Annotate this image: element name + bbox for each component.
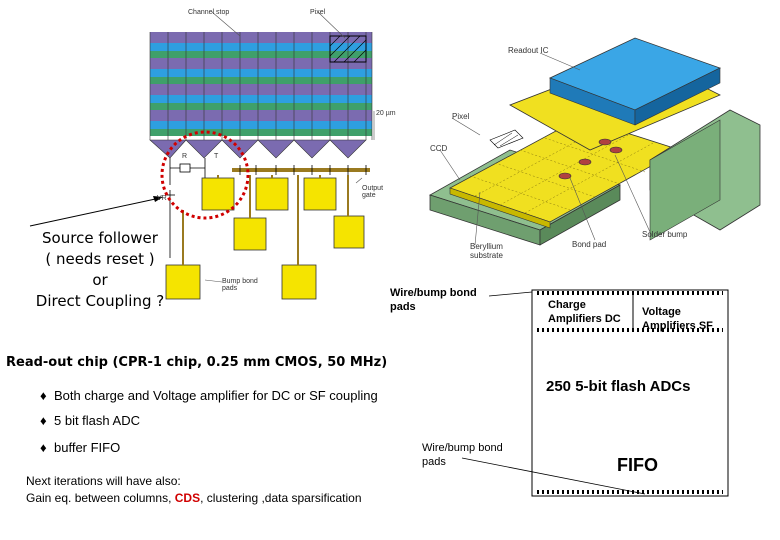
source-follower-arrow [29, 196, 163, 227]
ccd-label: CCD [430, 144, 448, 153]
wire-bump-top-label: Wire/bump bond pads [390, 286, 477, 314]
adcs-label: 250 5-bit flash ADCs [546, 378, 691, 395]
channel-stop-label: Channel stop [188, 9, 230, 16]
solder-bumps [558, 138, 623, 180]
pixel-stripes [149, 32, 373, 140]
voltage-amp-line-1: Voltage [642, 306, 681, 318]
vr-label: VR [157, 195, 167, 202]
wire-bump-bottom-line-2: pads [422, 456, 446, 468]
voltage-amplifiers-label: Voltage Amplifiers SF [642, 305, 713, 333]
ccd-layer [449, 117, 682, 229]
next-iterations-line-1: Next iterations will have also: [26, 474, 181, 488]
diamond-bullet-icon: ♦ [40, 440, 47, 455]
r-label: R [182, 153, 188, 160]
diamond-bullet-icon: ♦ [40, 388, 47, 403]
charge-amp-line-1: Charge [548, 299, 586, 311]
readout-ic-label: Readout IC [508, 46, 549, 55]
bullet-2: ♦ 5 bit flash ADC [40, 413, 140, 428]
readout-ic-block [548, 37, 722, 126]
solder-bump-label: Solder bump [642, 230, 688, 239]
bump-bond-pads-label: Bump bond pads [222, 278, 258, 292]
next-iterations-prefix: Gain eq. between columns, [26, 491, 175, 505]
next-iterations-suffix: , clustering ,data sparsification [200, 491, 362, 505]
source-follower-text: Source follower ( needs reset ) or Direc… [20, 228, 180, 312]
bullet-3: ♦ buffer FIFO [40, 440, 120, 455]
readout-chip-title: Read-out chip (CPR-1 chip, 0.25 mm CMOS,… [6, 355, 388, 370]
yellow-pads [165, 177, 365, 300]
wire-bump-bottom-line-1: Wire/bump bond [422, 442, 503, 454]
bullet-3-text: buffer FIFO [54, 440, 121, 455]
ccd-pixel-diagram [29, 11, 375, 300]
charge-amp-line-2: Amplifiers DC [548, 313, 621, 325]
output-funnels [149, 139, 367, 159]
source-follower-line-1: Source follower [42, 229, 158, 247]
traces [182, 175, 349, 265]
fifo-label: FIFO [617, 455, 658, 475]
source-follower-line-3: or [92, 271, 108, 289]
bullet-1-text: Both charge and Voltage amplifier for DC… [54, 388, 378, 403]
readout-chip-3d-diagram [429, 37, 761, 246]
source-follower-line-2: ( needs reset ) [45, 250, 155, 268]
chip-pixel-label: Pixel [452, 112, 470, 121]
cds-highlight: CDS [174, 491, 201, 505]
next-iterations-line-2: Gain eq. between columns, CDS, clusterin… [26, 490, 362, 507]
output-gate-label: Output gate [362, 185, 384, 199]
bond-pad-label: Bond pad [572, 240, 607, 249]
wire-bump-bottom-label: Wire/bump bond pads [422, 441, 503, 469]
pixel-label: Pixel [310, 9, 326, 16]
charge-amplifiers-label: Charge Amplifiers DC [548, 298, 621, 326]
source-follower-line-4: Direct Coupling ? [35, 292, 165, 310]
dimension-label: 20 µm [376, 110, 396, 117]
voltage-amp-line-2: Amplifiers SF [642, 320, 713, 332]
bullet-1: ♦ Both charge and Voltage amplifier for D… [40, 388, 378, 403]
next-iterations-text: Next iterations will have also: Gain eq.… [26, 473, 362, 507]
highlight-circle [160, 130, 250, 220]
beryllium-substrate-label: Beryllium substrate [470, 242, 503, 260]
wire-bump-top-line-2: pads [390, 301, 416, 313]
diamond-bullet-icon: ♦ [40, 413, 47, 428]
bullet-2-text: 5 bit flash ADC [54, 413, 140, 428]
wire-bump-top-line-1: Wire/bump bond [390, 287, 477, 299]
right-substrate [649, 109, 761, 241]
t-label: T [214, 153, 219, 160]
output-gate-row [232, 165, 370, 175]
